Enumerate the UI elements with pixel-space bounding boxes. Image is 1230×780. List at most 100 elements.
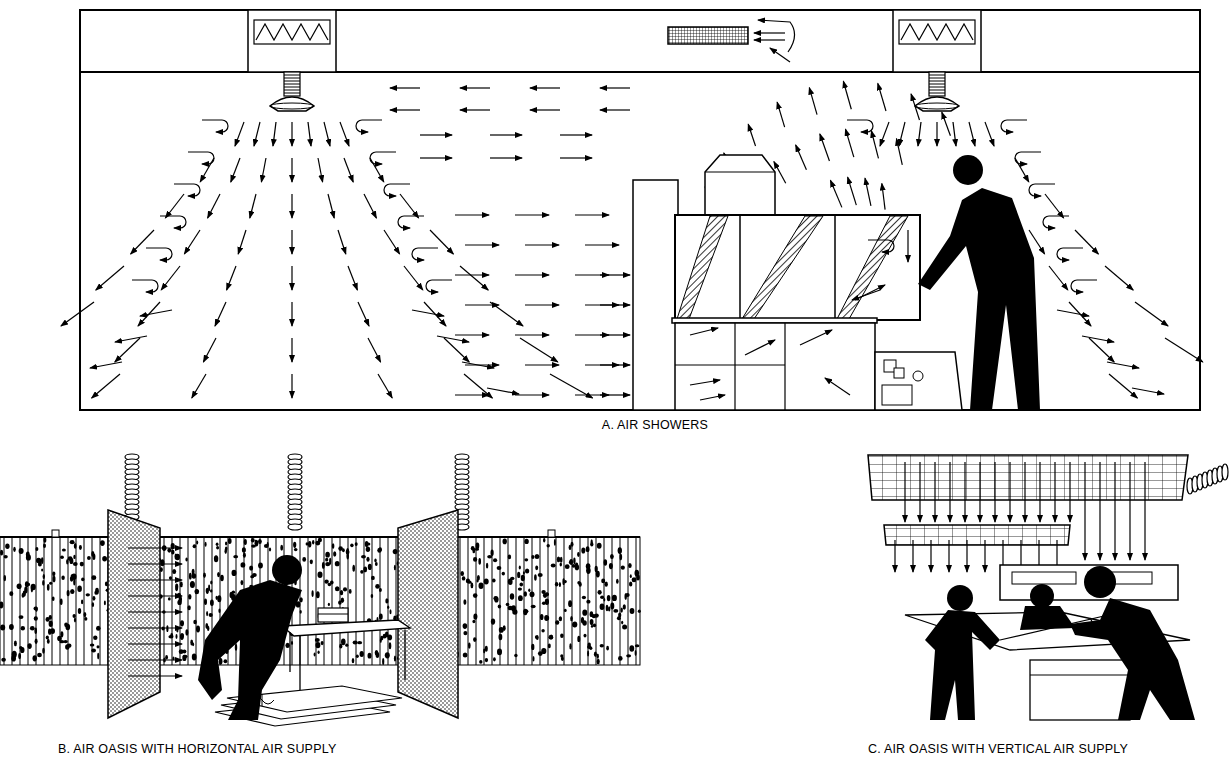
curtain-speck — [217, 572, 220, 577]
bench-base — [1030, 660, 1130, 720]
curtain-speck — [393, 549, 398, 554]
curl-arrow — [758, 20, 795, 52]
flow-arrow — [140, 310, 172, 316]
console-dial — [913, 371, 923, 381]
curtain-speck — [20, 647, 24, 653]
flow-arrow — [600, 304, 630, 305]
flow-arrow — [128, 659, 182, 660]
curtain-speck — [104, 601, 106, 606]
curtain-speck — [5, 544, 9, 549]
table-leg — [299, 636, 300, 690]
curtain-speck — [24, 587, 27, 594]
curtain-fold — [628, 537, 629, 665]
flow-arrow — [515, 214, 549, 215]
curl-arrow — [160, 216, 186, 228]
curtain-speck — [535, 565, 538, 570]
flow-arrow — [871, 131, 878, 159]
flow-arrow — [878, 83, 886, 111]
flow-arrow — [384, 230, 400, 254]
curtain-speck — [600, 604, 605, 611]
curtain-speck — [623, 604, 626, 609]
curtain-speck — [394, 656, 396, 662]
curtain-speck — [382, 658, 384, 665]
curtain-speck — [321, 641, 324, 645]
flow-arrow — [985, 122, 994, 146]
curtain-speck — [610, 554, 614, 559]
curtain-speck — [73, 555, 75, 559]
flow-arrow — [291, 158, 292, 182]
curtain-speck — [374, 559, 376, 563]
curl-arrow — [412, 248, 438, 260]
glass-reflection — [837, 216, 908, 319]
curtain-speck — [586, 600, 590, 604]
curtain-speck — [34, 607, 38, 611]
curtain-speck — [291, 641, 293, 645]
curtain-speck — [244, 539, 247, 545]
curtain-speck — [389, 642, 392, 649]
curtain-speck — [562, 578, 564, 585]
curtain-speck — [28, 583, 31, 586]
flow-arrow — [370, 158, 384, 182]
flow-arrow — [318, 158, 323, 182]
flow-arrow — [520, 338, 558, 362]
curtain-speck — [621, 608, 623, 613]
curtain-speck — [616, 579, 619, 584]
flow-arrow — [250, 194, 256, 218]
rail-bracket — [52, 530, 59, 537]
curtain-speck — [628, 563, 632, 568]
flow-arrow — [328, 194, 334, 218]
curtain-speck — [549, 635, 553, 640]
curtain-speck — [177, 600, 181, 605]
filter-pleats — [901, 24, 973, 40]
curtain-speck — [559, 616, 562, 621]
flow-arrow — [894, 540, 895, 572]
flow-arrow — [745, 340, 775, 355]
curtain-speck — [74, 618, 76, 623]
curtain-speck — [61, 576, 64, 580]
curtain-speck — [264, 544, 269, 548]
curtain-speck — [35, 547, 38, 551]
curtain-speck — [84, 612, 87, 617]
curtain-speck — [468, 643, 471, 649]
curtain-speck — [318, 651, 320, 655]
curtain-speck — [19, 615, 24, 619]
curtain-speck — [92, 602, 94, 607]
curtain-speck — [569, 545, 572, 550]
curl-arrow — [426, 280, 452, 292]
curtain-speck — [318, 572, 323, 578]
curtain-speck — [175, 587, 177, 591]
curtain-speck — [204, 599, 207, 605]
curtain-speck — [280, 545, 283, 551]
curtain-fold — [556, 537, 557, 665]
worker-head — [953, 155, 983, 185]
curtain-speck — [584, 634, 587, 638]
flow-arrow — [364, 194, 376, 218]
duct-ridge — [284, 87, 300, 88]
panel-air-showers — [61, 10, 1203, 410]
console-button — [894, 368, 904, 378]
curtain-speck — [349, 589, 352, 594]
flow-arrow — [1135, 302, 1168, 326]
curtain-speck — [493, 657, 496, 661]
curtain-speck — [350, 543, 353, 547]
flow-arrow — [131, 230, 154, 254]
duct-ridge — [929, 84, 945, 85]
curtain-speck — [220, 575, 224, 581]
flow-arrow — [1039, 462, 1040, 522]
curtain-speck — [335, 561, 340, 566]
curtain-speck — [185, 629, 188, 635]
flow-arrow — [852, 290, 880, 300]
curtain-fold — [500, 537, 501, 665]
curtain-speck — [503, 539, 507, 545]
flow-arrow — [953, 122, 956, 146]
curtain-speck — [531, 555, 534, 559]
curtain-speck — [299, 597, 302, 602]
curtain-speck — [97, 653, 99, 660]
flow-arrow — [291, 266, 292, 290]
curtain-speck — [60, 599, 63, 606]
curtain-speck — [342, 548, 345, 552]
flow-arrow — [215, 302, 226, 326]
curtain-speck — [630, 608, 635, 614]
flow-arrow — [128, 627, 182, 628]
curtain-speck — [530, 591, 535, 597]
